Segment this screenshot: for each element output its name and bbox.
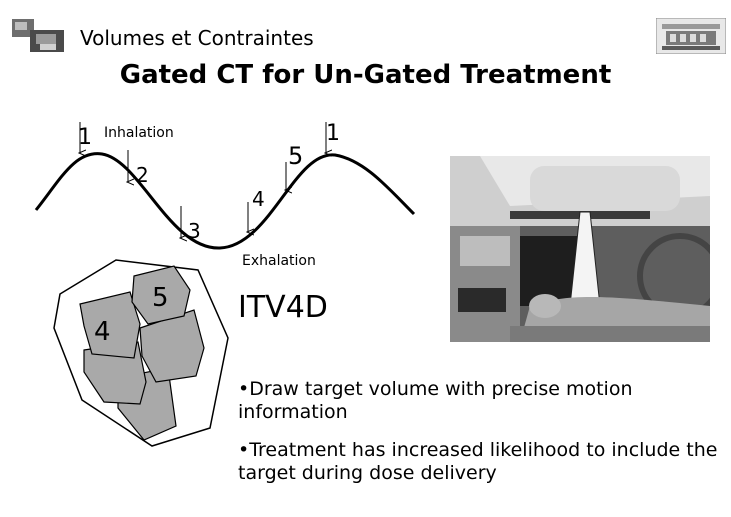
breathing-curve-diagram: 1 2 3 4 5 1 Inhalation Exhalation — [34, 121, 416, 269]
phase-label-2: 2 — [136, 163, 149, 187]
target-volume-5 — [131, 265, 191, 325]
phase-label-4: 4 — [252, 187, 265, 211]
treatment-room-photo — [450, 156, 710, 342]
bullet-point-1: •Draw target volume with precise motion … — [238, 378, 633, 423]
exhalation-label: Exhalation — [242, 253, 316, 269]
header-left-logo — [10, 16, 66, 54]
header-right-logo — [656, 18, 726, 54]
phase-label-5: 5 — [288, 142, 303, 170]
breathing-wave — [34, 152, 416, 250]
itv-volumes-diagram: 5 4 — [53, 259, 229, 447]
volume-label-4: 4 — [94, 317, 111, 347]
phase-label-3: 3 — [188, 219, 201, 243]
target-volume-4 — [79, 291, 141, 359]
itv-label: ITV4D — [238, 290, 328, 325]
inhalation-label: Inhalation — [104, 125, 174, 141]
phase-label-1: 1 — [78, 125, 92, 150]
phase-label-6: 1 — [326, 121, 340, 146]
slide-title: Gated CT for Un-Gated Treatment — [119, 60, 612, 90]
target-volume-right — [139, 309, 205, 383]
bullet-point-2: •Treatment has increased likelihood to i… — [238, 439, 718, 484]
volume-label-5: 5 — [152, 283, 169, 313]
section-title: Volumes et Contraintes — [80, 26, 314, 50]
